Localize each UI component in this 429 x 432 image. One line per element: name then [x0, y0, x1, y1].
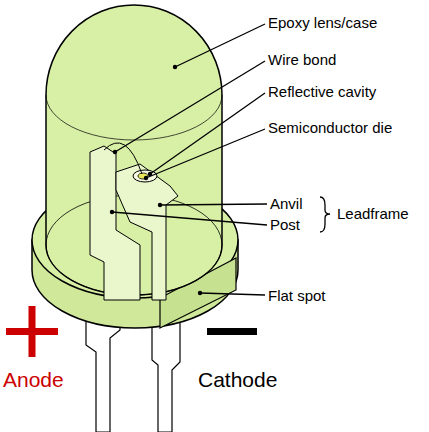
leader-dots — [110, 65, 202, 295]
terminal-label: Anode — [3, 368, 64, 392]
plus-symbol — [29, 306, 36, 357]
part-label: Flat spot — [268, 287, 326, 305]
part-label: Wire bond — [268, 51, 336, 69]
part-label: Reflective cavity — [268, 83, 376, 101]
part-label: Post — [270, 216, 300, 234]
minus-symbol — [207, 328, 257, 335]
anvil — [116, 164, 178, 300]
part-label: Semiconductor die — [268, 119, 392, 137]
part-label: Anvil — [270, 195, 303, 213]
part-label: Leadframe — [337, 205, 409, 223]
dome-edge — [46, 95, 222, 140]
terminal-label: Cathode — [198, 368, 277, 392]
part-label: Epoxy lens/case — [268, 14, 377, 32]
